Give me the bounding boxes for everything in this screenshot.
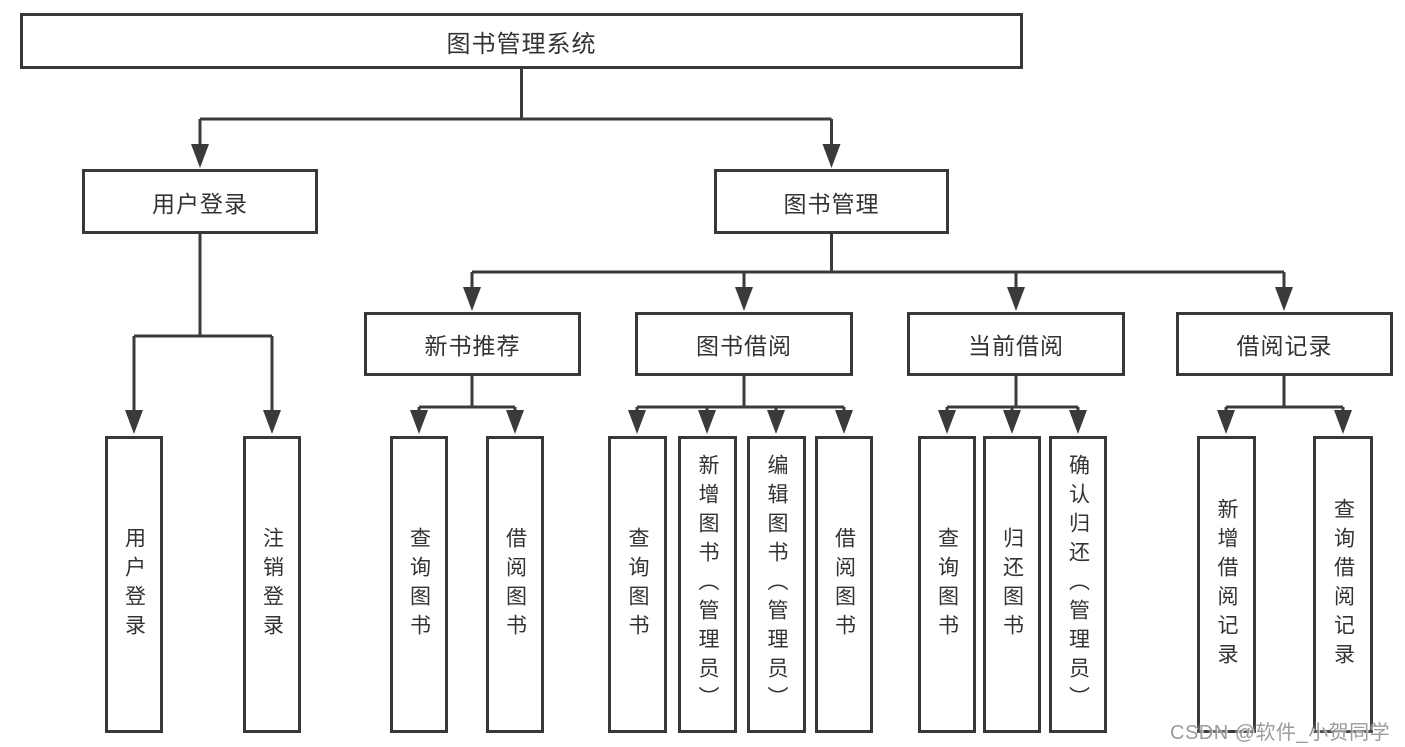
node-logout: 注销登录 [243, 436, 301, 733]
node-book-borrowing: 图书借阅 [635, 312, 853, 376]
node-new-book-recommendation: 新书推荐 [364, 312, 581, 376]
node-nb-borrow-books: 借阅图书 [486, 436, 544, 733]
node-label: 注销登录 [260, 526, 284, 643]
node-label: 图书借阅 [696, 333, 792, 359]
node-label: 图书管理 [783, 190, 880, 217]
node-borrowing-records: 借阅记录 [1176, 312, 1393, 376]
node-bb-add-books-admin: 新增图书（管理员） [678, 436, 737, 733]
node-br-add-record: 新增借阅记录 [1197, 436, 1256, 733]
arrowheads [125, 144, 1352, 434]
node-br-query-record: 查询借阅记录 [1313, 436, 1373, 733]
node-cb-query-books: 查询图书 [918, 436, 976, 733]
node-book-management: 图书管理 [714, 169, 949, 234]
node-label: 新增图书（管理员） [696, 454, 719, 715]
node-current-borrowing: 当前借阅 [907, 312, 1125, 376]
node-label: 当前借阅 [968, 333, 1064, 359]
node-label: 用户登录 [152, 190, 248, 217]
node-label: 查询图书 [407, 526, 431, 643]
node-user-login: 用户登录 [82, 169, 318, 234]
node-label: 查询图书 [626, 526, 649, 643]
node-nb-query-books: 查询图书 [390, 436, 448, 733]
node-bb-borrow-books: 借阅图书 [815, 436, 873, 733]
node-label: 编辑图书（管理员） [765, 454, 788, 715]
node-label: 借阅记录 [1236, 333, 1333, 359]
node-label: 新书推荐 [424, 333, 521, 359]
node-user-login-action: 用户登录 [105, 436, 163, 733]
node-label: 归还图书 [1000, 526, 1024, 643]
node-label: 图书管理系统 [446, 30, 597, 58]
node-label: 确认归还（管理员） [1066, 454, 1090, 715]
node-label: 查询图书 [935, 526, 959, 643]
node-bb-edit-books-admin: 编辑图书（管理员） [747, 436, 806, 733]
node-cb-return-books: 归还图书 [983, 436, 1041, 733]
node-library-management-system: 图书管理系统 [20, 13, 1023, 69]
node-label: 新增借阅记录 [1215, 497, 1238, 672]
connector-paths [132, 69, 1345, 412]
csdn-watermark: CSDN @软件_小贺同学 [1170, 722, 1391, 744]
node-bb-query-books: 查询图书 [608, 436, 667, 733]
node-label: 查询借阅记录 [1331, 497, 1355, 672]
node-label: 用户登录 [122, 526, 146, 643]
node-label: 借阅图书 [832, 526, 856, 643]
node-cb-confirm-return-admin: 确认归还（管理员） [1049, 436, 1107, 733]
node-label: 借阅图书 [503, 526, 527, 643]
